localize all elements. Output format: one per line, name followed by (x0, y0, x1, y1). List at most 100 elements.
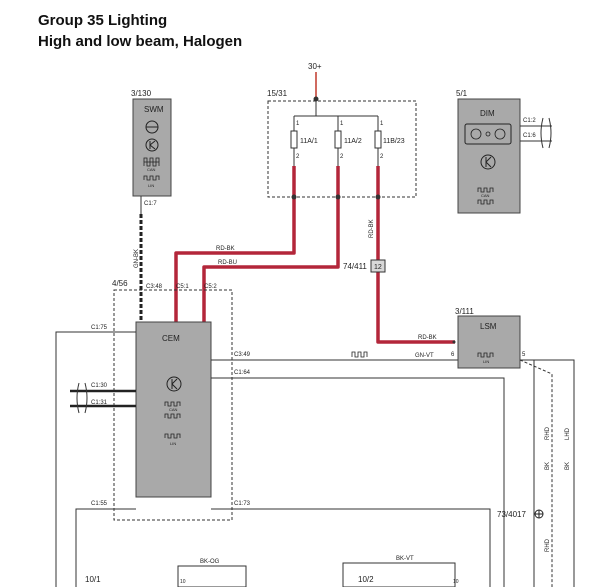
fuse2-label: 11A/2 (344, 138, 362, 145)
wire-label-bk-1: BK (545, 462, 551, 470)
fuse3-pin-out: 2 (380, 154, 384, 160)
wire-rd-bk-lsm (376, 166, 455, 344)
lsm-lin-signal-icon (477, 352, 494, 358)
dim-pin2: C1:6 (523, 133, 536, 139)
dim-can-label: CAN (481, 193, 490, 198)
cem-ref: 4/56 (112, 279, 128, 288)
lsm-ref: 3/111 (455, 307, 474, 316)
wire-label-rd-bk-vertical: RD-BK (369, 219, 375, 238)
swm-pin: C1:7 (144, 201, 157, 207)
wire-c1-55 (75, 508, 136, 587)
cem-pin-c1-55: C1:55 (91, 501, 108, 507)
cem-pin-c1-64: C1:64 (234, 370, 251, 376)
red-wires (174, 166, 455, 344)
wire-label-bk-og: BK-OG (200, 559, 220, 565)
cem-name: CEM (162, 334, 180, 343)
wire-label-lhd-1: LHD (565, 427, 571, 440)
cem-pin-c1-75: C1:75 (91, 325, 108, 331)
cem-pin-c1-73: C1:73 (234, 501, 251, 507)
dim-name: DIM (480, 109, 495, 118)
bottom-left-pin: 10 (180, 579, 186, 585)
fusebox-exit-1 (291, 194, 297, 200)
steering-wheel-icon (145, 120, 159, 134)
instrument-cluster-icon (464, 123, 512, 145)
wire-rd-bu-cem (202, 166, 340, 322)
fuse1-pin-out: 2 (296, 154, 300, 160)
bottom-right-pin: 10 (453, 579, 459, 585)
wire-rhd-bk (520, 359, 535, 587)
dim-transistor-icon (480, 154, 496, 170)
fusebox-outline (267, 100, 417, 198)
lsm-pin-6: 6 (451, 352, 455, 358)
cem-pin-c5-2: C5:2 (204, 284, 217, 290)
wire-rd-bk-cem (174, 166, 296, 322)
page-subtitle: High and low beam, Halogen (38, 33, 243, 50)
transistor-icon (145, 138, 159, 152)
dim-can-signal-icon-2 (477, 199, 494, 205)
bottom-left-ref: 10/1 (85, 575, 101, 584)
cem-pin-c5-1: C5:1 (176, 284, 189, 290)
cem-transistor-icon (166, 376, 182, 392)
wire-label-rhd-1: RHD (545, 426, 551, 440)
fusebox-exit-2 (335, 194, 341, 200)
page-title: Group 35 Lighting (38, 12, 168, 29)
wire-lsm-right (534, 359, 575, 587)
wire-c1-75 (55, 331, 136, 587)
bottom-right-ref: 10/2 (358, 575, 374, 584)
dim-can-signal-icon (477, 187, 494, 193)
wire-label-bk-2: BK (565, 462, 571, 470)
fusebox-ref: 15/31 (267, 89, 288, 98)
wire-label-gn-vt: GN-VT (415, 353, 434, 359)
cem-module (135, 321, 212, 498)
cem-can-signal-icon-2 (164, 413, 181, 419)
ground-splice-icon (534, 509, 544, 519)
splice-pin: 12 (374, 264, 382, 271)
fuse-11a2 (334, 130, 342, 149)
swm-lin-label: LIN (148, 183, 154, 188)
dim-pin1: C1:2 (523, 118, 536, 124)
cem-pin-c1-31: C1:31 (91, 400, 108, 406)
cem-pin-c1-30: C1:30 (91, 383, 108, 389)
swm-name: SWM (144, 105, 164, 114)
fuse2-pin-in: 1 (340, 121, 344, 127)
dim-module (457, 98, 521, 214)
wire-c1-64 (211, 377, 505, 587)
wire-label-gn-bk: GN-BK (134, 249, 140, 268)
swm-module (132, 98, 172, 197)
swm-ref: 3/130 (131, 89, 152, 98)
supply-label: 30+ (308, 62, 322, 71)
lsm-supply-node (452, 340, 456, 344)
cem-twisted-pair-icon (76, 382, 88, 414)
wire-label-rd-bk: RD-BK (216, 246, 235, 252)
wire-label-rd-bu: RD-BU (218, 260, 237, 266)
cem-can-label: CAN (169, 407, 178, 412)
fuse3-label: 11B/23 (383, 138, 405, 145)
fuse2-pin-out: 2 (340, 154, 344, 160)
dim-ref: 5/1 (456, 89, 468, 98)
dim-twisted-pair-icon (540, 117, 552, 149)
fuse-11b23 (374, 130, 382, 149)
cem-pin-c3-49: C3:49 (234, 352, 251, 358)
cem-lin-signal-icon (164, 433, 181, 439)
lin-signal-icon (351, 351, 368, 358)
ground-ref: 73/4017 (497, 510, 526, 519)
swm-can-label: CAN (147, 167, 156, 172)
fuse-11a1 (290, 130, 298, 149)
wire-label-bk-vt: BK-VT (396, 556, 414, 562)
fuse1-label: 11A/1 (300, 138, 318, 145)
fuse3-pin-in: 1 (380, 121, 384, 127)
swm-can-signal-icon-2 (143, 161, 160, 167)
swm-can-signal-icon (143, 157, 160, 163)
lsm-module (457, 315, 521, 369)
cem-can-signal-icon (164, 401, 181, 407)
fusebox-exit-3 (375, 194, 381, 200)
wire-label-rhd-2: RHD (545, 538, 551, 552)
lsm-name: LSM (480, 322, 497, 331)
splice-74-411 (370, 259, 386, 273)
wire-label-rd-bk-lsm: RD-BK (418, 335, 437, 341)
wire-c1-73 (211, 508, 491, 587)
bottom-left-module (177, 565, 247, 587)
wire-lhd-variant (519, 359, 553, 587)
cem-pin-c3-48: C3:48 (146, 284, 163, 290)
